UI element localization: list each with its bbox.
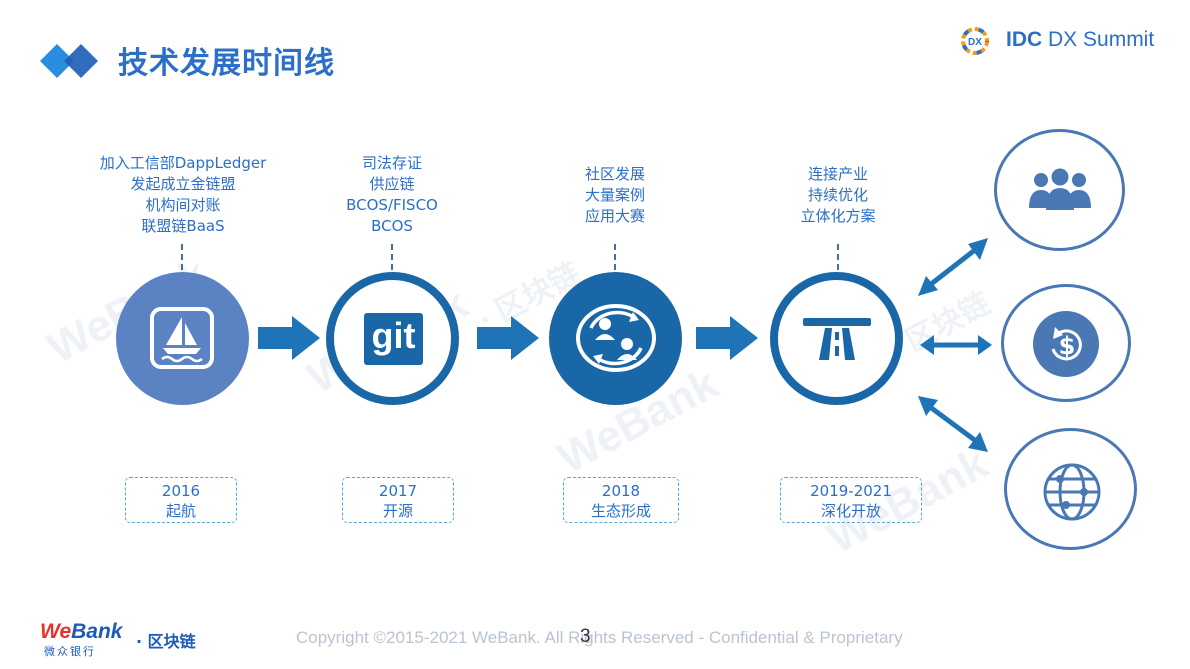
people-group-icon bbox=[1029, 168, 1091, 210]
title-diamonds-icon bbox=[40, 44, 98, 78]
highway-icon bbox=[803, 318, 871, 360]
outcome-globe-circle bbox=[1004, 428, 1137, 550]
sailboat-icon bbox=[150, 307, 214, 369]
git-logo-icon: git bbox=[364, 313, 423, 365]
milestone-2018-description: 社区发展大量案例应用大赛 bbox=[584, 165, 646, 225]
connector-dash bbox=[614, 244, 616, 270]
milestone-2019-circle bbox=[770, 272, 903, 405]
branch-double-arrows bbox=[918, 238, 992, 452]
dollar-cycle-icon: $ bbox=[1033, 311, 1099, 377]
copyright-text: Copyright ©2015-2021 WeBank. All Rights … bbox=[296, 628, 903, 647]
milestone-2017-circle: git bbox=[326, 272, 459, 405]
page-title: 技术发展时间线 bbox=[118, 46, 335, 81]
connector-dash bbox=[391, 244, 393, 270]
webank-chain-label: · 区块链 bbox=[136, 632, 196, 651]
page-number: 3 bbox=[580, 626, 591, 647]
milestone-2016-circle bbox=[116, 272, 249, 405]
arrow-right-icon bbox=[477, 316, 539, 360]
arrow-right-icon bbox=[696, 316, 758, 360]
svg-text:DX: DX bbox=[968, 37, 982, 48]
idc-dx-summit-brand: IDC DX Summit bbox=[1006, 28, 1155, 51]
globe-network-icon bbox=[1043, 463, 1101, 521]
connector-dash bbox=[181, 244, 183, 270]
milestone-2018-circle bbox=[549, 272, 682, 405]
outcome-finance-circle: $ bbox=[1001, 284, 1131, 402]
outcome-people-circle bbox=[994, 129, 1125, 251]
connector-dash bbox=[837, 244, 839, 270]
webank-logo: WeBank bbox=[40, 620, 123, 643]
arrow-right-icon bbox=[258, 316, 320, 360]
webank-logo-cn: 微众银行 bbox=[44, 645, 96, 658]
idc-logo-icon: DX bbox=[961, 27, 989, 55]
community-cycle-icon bbox=[576, 304, 656, 372]
milestone-2019-description: 连接产业持续优化立体化方案 bbox=[800, 165, 876, 225]
svg-text:$: $ bbox=[1059, 332, 1076, 360]
